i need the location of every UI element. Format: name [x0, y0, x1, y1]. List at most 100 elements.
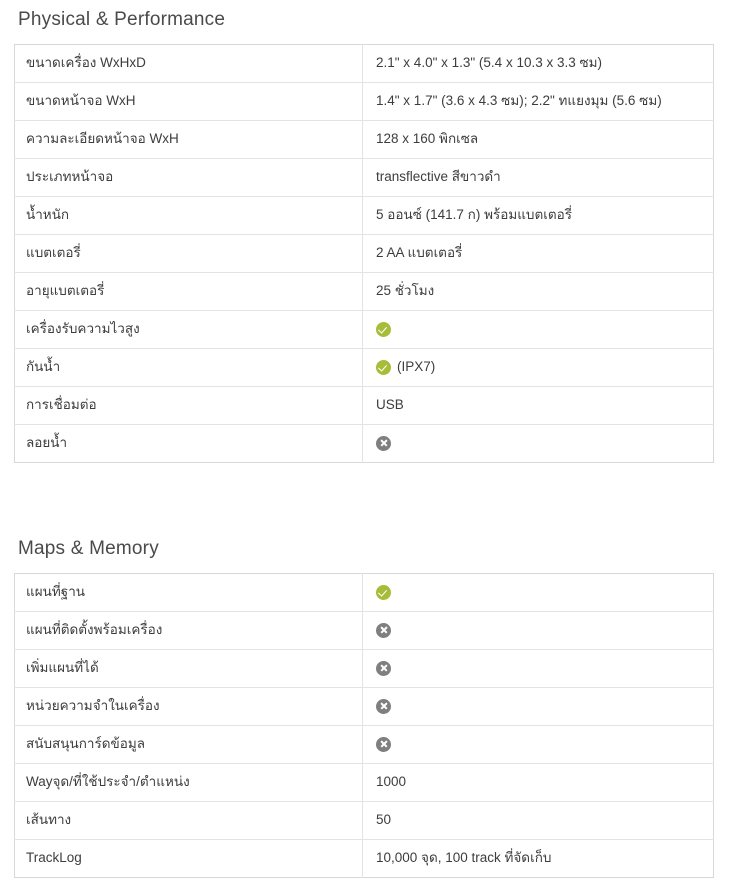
cross-circle-icon — [376, 698, 391, 714]
spec-value-cell: 25 ชั่วโมง — [362, 272, 714, 311]
spec-label-cell: น้ำหนัก — [14, 196, 363, 235]
spec-value-content: USB — [376, 396, 713, 414]
spec-label-cell: เส้นทาง — [14, 801, 363, 840]
spec-value-content — [376, 660, 713, 676]
spec-value-text: 2.1" x 4.0" x 1.3" (5.4 x 10.3 x 3.3 ซม) — [376, 55, 603, 71]
table-row: แผนที่ฐาน — [14, 573, 714, 612]
cross-circle-icon — [376, 622, 391, 638]
check-circle-icon — [376, 321, 391, 337]
spec-value-content: 2 AA แบตเตอรี่ — [376, 244, 713, 262]
table-row: สนับสนุนการ์ดข้อมูล — [14, 725, 714, 764]
spec-label-cell: ขนาดเครื่อง WxHxD — [14, 44, 363, 83]
spec-value-text: 1000 — [376, 773, 407, 789]
spec-value-cell: transflective สีขาวดำ — [362, 158, 714, 197]
spec-label-cell: การเชื่อมต่อ — [14, 386, 363, 425]
spec-value-cell — [362, 310, 714, 349]
spec-value-content: (IPX7) — [376, 358, 713, 376]
section-title-maps-memory: Maps & Memory — [18, 537, 159, 559]
spec-label-cell: เพิ่มแผนที่ได้ — [14, 649, 363, 688]
table-row: เพิ่มแผนที่ได้ — [14, 649, 714, 688]
spec-value-content — [376, 321, 713, 337]
spec-value-text: 10,000 จุด, 100 track ที่จัดเก็บ — [376, 849, 552, 865]
spec-label-cell: ความละเอียดหน้าจอ WxH — [14, 120, 363, 159]
check-circle-icon — [376, 359, 391, 375]
spec-table-maps-memory: แผนที่ฐานแผนที่ติดตั้งพร้อมเครื่องเพิ่มแ… — [14, 572, 714, 878]
check-circle-icon — [376, 584, 391, 600]
cross-circle-icon — [376, 736, 391, 752]
spec-value-cell: 10,000 จุด, 100 track ที่จัดเก็บ — [363, 839, 714, 877]
spec-value-content — [376, 435, 713, 451]
table-row: ความละเอียดหน้าจอ WxH 128 x 160 พิกเซล — [14, 120, 714, 159]
spec-value-content — [376, 698, 713, 714]
spec-value-text: 128 x 160 พิกเซล — [376, 131, 479, 147]
table-row: ขนาดเครื่อง WxHxD 2.1" x 4.0" x 1.3" (5.4… — [14, 44, 714, 83]
spec-value-cell: 50 — [362, 801, 714, 840]
spec-value-cell: USB — [362, 386, 714, 425]
table-row: การเชื่อมต่อ USB — [14, 386, 714, 425]
spec-label-cell: Wayจุด/ที่ใช้ประจำ/ตำแหน่ง — [14, 763, 363, 802]
spec-value-text: transflective สีขาวดำ — [376, 169, 501, 185]
spec-value-content — [376, 622, 713, 638]
table-row: เส้นทาง 50 — [14, 801, 714, 840]
spec-value-content: 50 — [376, 811, 713, 829]
section-maps-memory: Maps & Memory แผนที่ฐานแผนที่ติดตั้งพร้อ… — [0, 529, 729, 878]
table-row: ประเภทหน้าจอ transflective สีขาวดำ — [14, 158, 714, 197]
spec-label-cell: แบตเตอรี่ — [14, 234, 363, 273]
spec-label-cell: เครื่องรับความไวสูง — [14, 310, 363, 349]
spec-value-cell: 5 ออนซ์ (141.7 ก) พร้อมแบตเตอรี่ — [362, 196, 714, 235]
spec-label-cell: ลอยน้ำ — [14, 424, 363, 463]
spec-table-physical-performance: ขนาดเครื่อง WxHxD 2.1" x 4.0" x 1.3" (5.4… — [14, 43, 714, 463]
spec-value-cell: 1000 — [362, 763, 714, 802]
spec-value-cell — [362, 687, 714, 726]
spec-value-content: 10,000 จุด, 100 track ที่จัดเก็บ — [376, 849, 713, 867]
spec-label-cell: สนับสนุนการ์ดข้อมูล — [14, 725, 363, 764]
spec-value-content: 2.1" x 4.0" x 1.3" (5.4 x 10.3 x 3.3 ซม) — [376, 54, 713, 72]
spec-value-content: 1.4" x 1.7" (3.6 x 4.3 ซม); 2.2" ทแยงมุม… — [376, 92, 713, 110]
table-row: กันน้ำ (IPX7) — [14, 348, 714, 387]
spec-value-content: 1000 — [376, 773, 713, 791]
spec-table-body-physical-performance: ขนาดเครื่อง WxHxD 2.1" x 4.0" x 1.3" (5.4… — [14, 44, 714, 463]
spec-label-cell: ประเภทหน้าจอ — [14, 158, 363, 197]
table-row: แผนที่ติดตั้งพร้อมเครื่อง — [14, 611, 714, 650]
spec-value-cell — [362, 573, 714, 612]
spec-value-content — [376, 736, 713, 752]
spec-label-cell: แผนที่ฐาน — [14, 573, 363, 612]
spec-label-cell: หน่วยความจำในเครื่อง — [14, 687, 363, 726]
spec-value-cell: 1.4" x 1.7" (3.6 x 4.3 ซม); 2.2" ทแยงมุม… — [362, 82, 714, 121]
cross-circle-icon — [376, 660, 391, 676]
section-physical-performance: Physical & Performance ขนาดเครื่อง WxHxD… — [0, 0, 729, 463]
spec-value-cell — [362, 649, 714, 688]
spec-value-text: 2 AA แบตเตอรี่ — [376, 245, 463, 261]
table-row: ลอยน้ำ — [14, 424, 714, 463]
spec-value-text: 25 ชั่วโมง — [376, 283, 435, 299]
spec-value-text: 1.4" x 1.7" (3.6 x 4.3 ซม); 2.2" ทแยงมุม… — [376, 93, 662, 109]
spec-value-cell: 2.1" x 4.0" x 1.3" (5.4 x 10.3 x 3.3 ซม) — [362, 44, 714, 83]
section-spacer — [0, 463, 729, 529]
spec-label-cell: กันน้ำ — [14, 348, 363, 387]
spec-value-content: transflective สีขาวดำ — [376, 168, 713, 186]
table-row: เครื่องรับความไวสูง — [14, 310, 714, 349]
spec-value-text: 5 ออนซ์ (141.7 ก) พร้อมแบตเตอรี่ — [376, 207, 573, 223]
spec-value-text: USB — [376, 397, 404, 413]
spec-label-cell: แผนที่ติดตั้งพร้อมเครื่อง — [14, 611, 363, 650]
table-row: TrackLog 10,000 จุด, 100 track ที่จัดเก็บ — [14, 839, 714, 878]
spec-value-content: 25 ชั่วโมง — [376, 282, 713, 300]
spec-value-cell — [362, 611, 714, 650]
cross-circle-icon — [376, 435, 391, 451]
spec-label-cell: TrackLog — [14, 839, 363, 878]
spec-value-content: 128 x 160 พิกเซล — [376, 130, 713, 148]
spec-value-text: 50 — [376, 811, 392, 827]
table-row: อายุแบตเตอรี่ 25 ชั่วโมง — [14, 272, 714, 311]
table-row: น้ำหนัก 5 ออนซ์ (141.7 ก) พร้อมแบตเตอรี่ — [14, 196, 714, 235]
spec-value-content — [376, 584, 713, 600]
spec-value-cell — [363, 424, 714, 462]
section-title-physical-performance: Physical & Performance — [18, 9, 226, 30]
spec-value-cell: 2 AA แบตเตอรี่ — [362, 234, 714, 273]
spec-value-cell — [362, 725, 714, 764]
table-row: แบตเตอรี่ 2 AA แบตเตอรี่ — [14, 234, 714, 273]
spec-value-cell: 128 x 160 พิกเซล — [362, 120, 714, 159]
spec-label-cell: อายุแบตเตอรี่ — [14, 272, 363, 311]
table-row: Wayจุด/ที่ใช้ประจำ/ตำแหน่ง 1000 — [14, 763, 714, 802]
spec-value-cell: (IPX7) — [362, 348, 714, 387]
